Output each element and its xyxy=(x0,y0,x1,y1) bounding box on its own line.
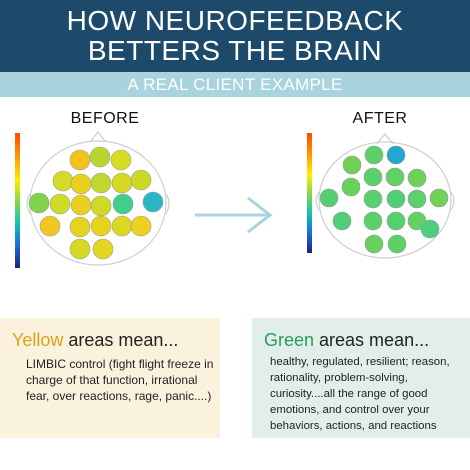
electrode-o2 xyxy=(92,238,114,260)
electrode-fp1 xyxy=(342,155,362,175)
electrode-o1 xyxy=(364,234,384,254)
electrode-f8 xyxy=(130,169,152,191)
electrode-t4 xyxy=(429,188,449,208)
before-label: BEFORE xyxy=(70,110,140,127)
green-keyword: Green xyxy=(264,330,315,350)
electrode-f4 xyxy=(111,172,133,194)
electrode-fpz xyxy=(364,145,384,165)
title-line-2: BETTERS THE BRAIN xyxy=(87,35,383,66)
title-line-1: HOW NEUROFEEDBACK xyxy=(66,5,404,36)
electrode-c3 xyxy=(49,193,71,215)
subtitle-bar: A REAL CLIENT EXAMPLE xyxy=(0,72,470,97)
electrode-f7 xyxy=(52,170,74,192)
electrode-fz xyxy=(385,167,405,187)
after-electrodes xyxy=(319,145,449,254)
electrode-f3 xyxy=(363,167,383,187)
after-label: AFTER xyxy=(352,110,408,127)
electrode-fp2 xyxy=(386,145,406,165)
electrode-cz xyxy=(386,189,406,209)
electrode-pz xyxy=(386,211,406,231)
yellow-box-title: Yellow areas mean... xyxy=(12,330,178,351)
electrode-c3 xyxy=(363,189,383,209)
after-color-scale xyxy=(307,133,312,253)
electrode-o1 xyxy=(69,238,91,260)
electrode-c4 xyxy=(407,189,427,209)
electrode-fp1 xyxy=(69,149,91,171)
electrode-t6 xyxy=(420,219,440,239)
electrode-c4 xyxy=(112,193,134,215)
yellow-box-body: LIMBIC control (fight flight freeze in c… xyxy=(26,357,214,403)
electrode-c1 xyxy=(70,194,92,216)
green-title-rest: areas mean... xyxy=(314,330,430,350)
electrode-f3 xyxy=(70,173,92,195)
right-arrow-icon xyxy=(195,196,273,234)
electrode-fpz xyxy=(89,146,111,168)
yellow-areas-box: Yellow areas mean... LIMBIC control (fig… xyxy=(0,318,220,438)
electrode-t3 xyxy=(28,192,50,214)
electrode-o2 xyxy=(387,234,407,254)
electrode-cz xyxy=(90,195,112,217)
header-banner: HOW NEUROFEEDBACK BETTERS THE BRAIN xyxy=(0,0,470,72)
green-box-body: healthy, regulated, resilient; reason, r… xyxy=(270,356,450,432)
electrode-fz xyxy=(90,172,112,194)
before-color-scale xyxy=(15,133,20,268)
before-electrodes xyxy=(28,146,164,260)
electrode-f4 xyxy=(407,168,427,188)
electrode-f7 xyxy=(341,177,361,197)
electrode-fp2 xyxy=(110,149,132,171)
green-areas-box: Green areas mean... healthy, regulated, … xyxy=(252,318,470,438)
yellow-keyword: Yellow xyxy=(12,330,64,350)
electrode-p4 xyxy=(111,215,133,237)
electrode-t4 xyxy=(142,191,164,213)
green-box-title: Green areas mean... xyxy=(264,330,429,351)
electrode-t3 xyxy=(319,188,339,208)
electrode-p3 xyxy=(363,211,383,231)
electrode-t5 xyxy=(332,211,352,231)
after-brain-map xyxy=(315,133,455,259)
before-brain-map xyxy=(26,131,170,266)
electrode-t5 xyxy=(39,215,61,237)
yellow-title-rest: areas mean... xyxy=(63,330,179,350)
head-outline xyxy=(315,133,455,259)
electrode-p3 xyxy=(69,216,91,238)
electrode-pz xyxy=(90,215,112,237)
electrode-t6 xyxy=(130,215,152,237)
